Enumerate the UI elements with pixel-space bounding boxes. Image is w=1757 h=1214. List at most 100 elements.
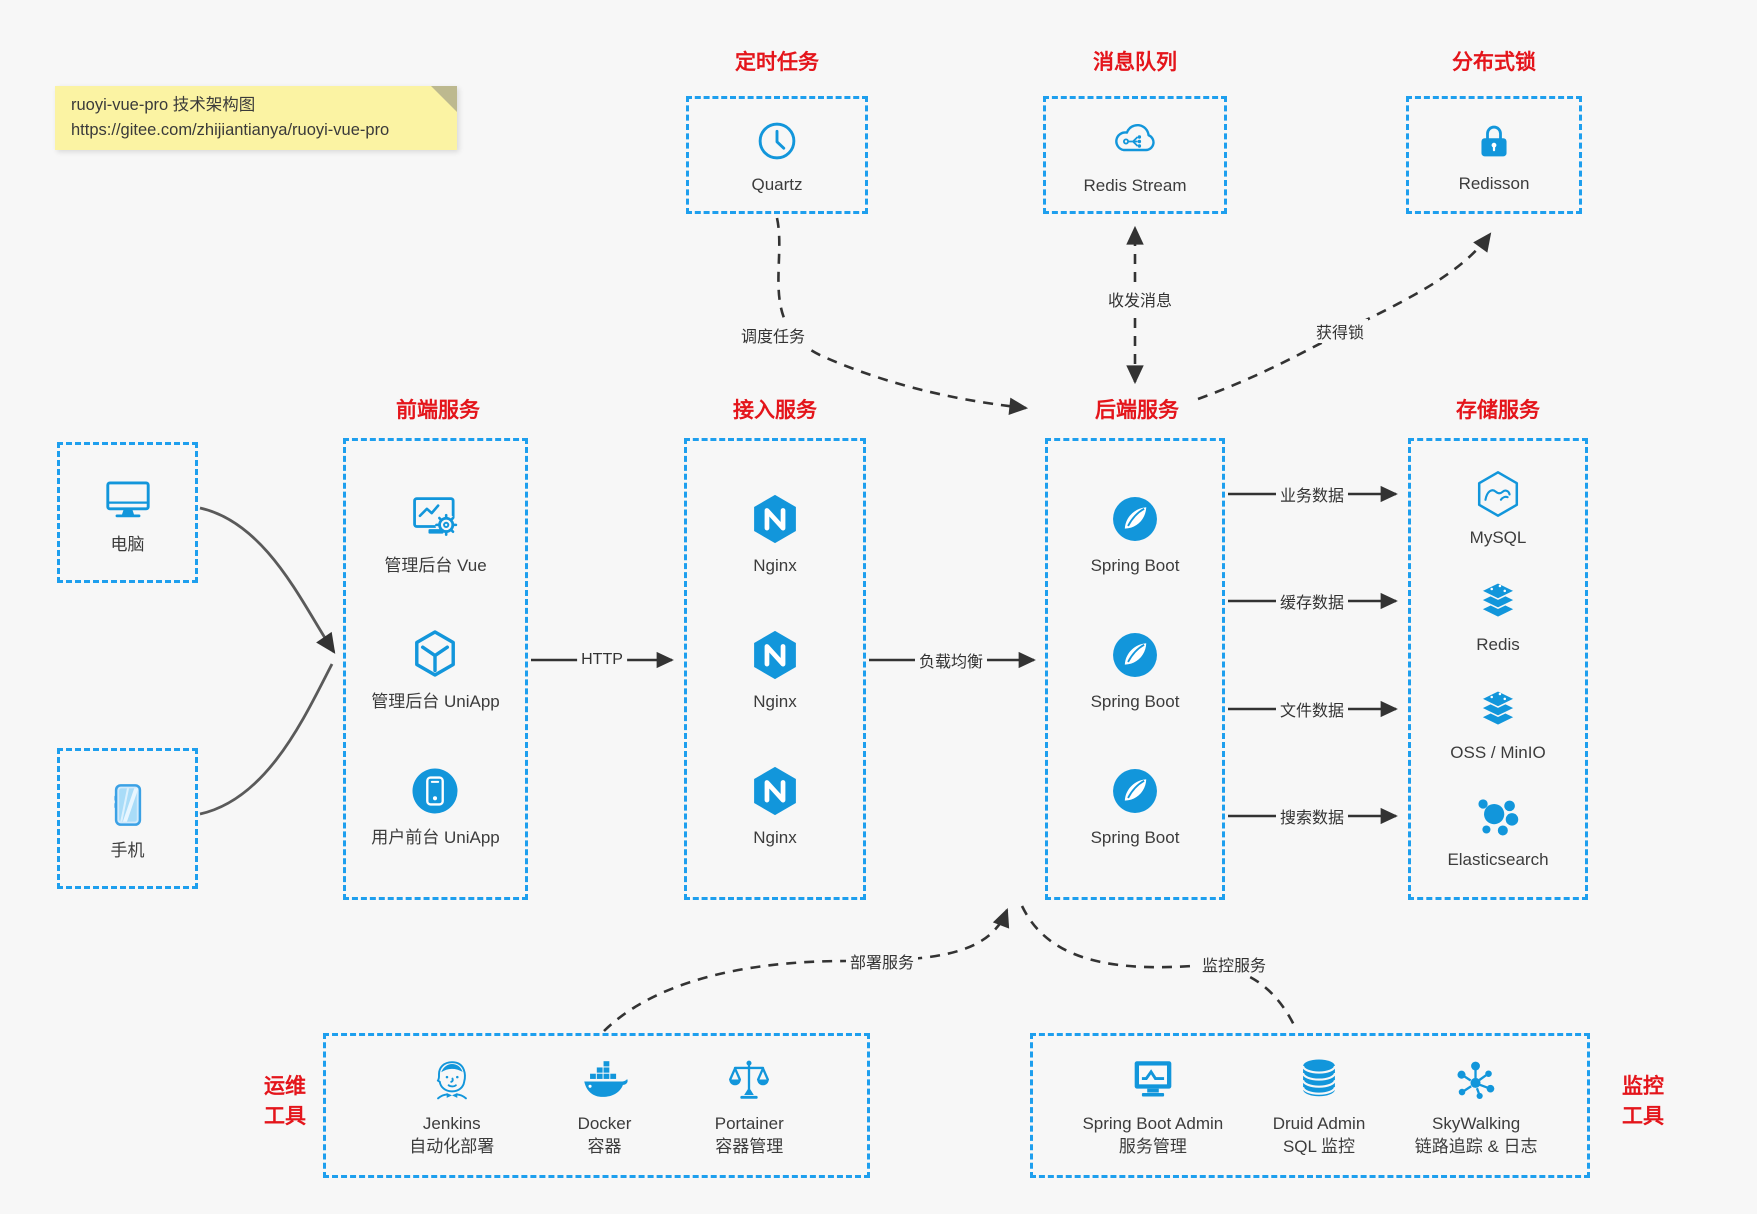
node-elasticsearch: Elasticsearch [1447, 789, 1549, 871]
label-monitor-line1: 监控 [1622, 1075, 1664, 1098]
edge-label-business-data: 业务数据 [1275, 482, 1349, 506]
title-storage-services: 存储服务 [1456, 399, 1540, 422]
label-monitor-tools: 监控 工具 [1598, 1072, 1688, 1132]
box-frontend-services: 管理后台 Vue 管理后台 UniApp 用户前台 UniApp [343, 438, 528, 900]
node-desc: 容器管理 [715, 1137, 784, 1156]
nginx-icon [745, 625, 805, 685]
node-label: 手机 [110, 840, 145, 860]
box-access-services: Nginx Nginx Nginx [684, 438, 866, 900]
title-message-queue: 消息队列 [1093, 51, 1177, 74]
node-admin-uniapp: 管理后台 UniApp [371, 625, 500, 713]
edge-label-schedule: 调度任务 [736, 323, 810, 347]
node-redisson: Redisson [1458, 115, 1530, 195]
edge-computer-to-frontend [199, 506, 336, 654]
mysql-icon [1471, 467, 1525, 521]
skywalking-icon [1449, 1053, 1503, 1107]
spring-boot-icon [1105, 761, 1165, 821]
label-ops-line2: 工具 [264, 1105, 306, 1128]
note-fold-corner [431, 86, 457, 112]
note-url: https://gitee.com/zhijiantianya/ruoyi-vu… [71, 121, 390, 139]
redis-stack-icon [1471, 574, 1525, 628]
box-redis-stream: Redis Stream [1043, 96, 1227, 214]
node-nginx-2: Nginx [745, 625, 805, 713]
node-label: Redis [1476, 635, 1520, 655]
node-label: Nginx [753, 828, 797, 847]
node-label: Redis Stream [1083, 176, 1187, 195]
spring-boot-icon [1105, 489, 1165, 549]
node-quartz: Quartz [750, 114, 804, 196]
edge-label-file-data: 文件数据 [1275, 697, 1349, 721]
docker-icon [578, 1053, 632, 1107]
node-label: MySQL [1469, 527, 1527, 547]
uniapp-cube-icon [405, 625, 465, 685]
node-name: Jenkins [422, 1114, 481, 1133]
edge-deploy-service [603, 908, 1010, 1032]
nginx-icon [745, 489, 805, 549]
sba-icon [1126, 1053, 1180, 1107]
spring-boot-icon [1105, 625, 1165, 685]
node-label: Quartz [751, 175, 803, 194]
sticky-note: ruoyi-vue-pro 技术架构图 https://gitee.com/zh… [55, 86, 457, 150]
oss-stack-icon [1471, 682, 1525, 736]
box-redisson: Redisson [1406, 96, 1582, 214]
title-frontend-services: 前端服务 [396, 399, 480, 422]
box-quartz: Quartz [686, 96, 868, 214]
label-ops-tools: 运维 工具 [240, 1072, 330, 1132]
node-label: Redisson [1458, 174, 1530, 193]
node-springboot-1: Spring Boot [1090, 489, 1180, 577]
box-backend-services: Spring Boot Spring Boot Spring Boot [1045, 438, 1225, 900]
node-mysql: MySQL [1469, 467, 1527, 549]
node-redis-stream: Redis Stream [1083, 113, 1187, 197]
edge-label-load-balance: 负载均衡 [914, 648, 988, 672]
node-springboot-2: Spring Boot [1091, 625, 1179, 713]
node-portainer: Portainer 容器管理 [715, 1053, 784, 1158]
title-distributed-lock: 分布式锁 [1452, 51, 1536, 74]
label-ops-line1: 运维 [264, 1075, 306, 1098]
title-backend-services: 后端服务 [1095, 399, 1179, 422]
node-label: Spring Boot [1090, 556, 1180, 575]
nginx-icon [745, 761, 805, 821]
note-title: ruoyi-vue-pro 技术架构图 [71, 96, 256, 114]
edge-label-lock: 获得锁 [1311, 319, 1369, 343]
edge-monitor-service [1020, 905, 1298, 1030]
node-desc: 链路追踪 & 日志 [1414, 1137, 1538, 1156]
node-jenkins: Jenkins 自动化部署 [409, 1053, 494, 1158]
node-desc: 自动化部署 [409, 1137, 495, 1156]
desktop-icon [99, 470, 157, 528]
edge-schedule-task [775, 217, 1029, 415]
node-oss-minio: OSS / MinIO [1450, 682, 1546, 764]
node-redis: Redis [1471, 574, 1525, 656]
node-desc: SQL 监控 [1282, 1137, 1356, 1156]
clock-icon [750, 114, 804, 168]
node-label: 管理后台 Vue [384, 556, 487, 575]
node-computer: 电脑 [99, 470, 157, 556]
node-name: SkyWalking [1432, 1114, 1521, 1133]
node-springboot-3: Spring Boot [1091, 761, 1179, 849]
title-scheduled-task: 定时任务 [735, 51, 819, 74]
node-label: Elasticsearch [1447, 850, 1549, 870]
druid-icon [1292, 1053, 1346, 1107]
portainer-icon [722, 1053, 776, 1107]
lock-icon [1468, 115, 1520, 167]
elasticsearch-icon [1471, 789, 1525, 843]
user-app-icon [405, 761, 465, 821]
edge-label-cache-data: 缓存数据 [1275, 589, 1349, 613]
edge-label-http: HTTP [577, 651, 627, 669]
label-monitor-line2: 工具 [1622, 1105, 1664, 1128]
node-label: OSS / MinIO [1450, 742, 1546, 762]
jenkins-icon [425, 1053, 479, 1107]
node-label: 管理后台 UniApp [371, 692, 500, 711]
node-label: 电脑 [110, 534, 145, 554]
node-skywalking: SkyWalking 链路追踪 & 日志 [1415, 1053, 1538, 1158]
node-label: 用户前台 UniApp [371, 828, 500, 847]
smartphone-icon [99, 776, 157, 834]
node-nginx-1: Nginx [745, 489, 805, 577]
edge-label-monitor: 监控服务 [1197, 952, 1271, 976]
node-name: Portainer [714, 1114, 784, 1133]
